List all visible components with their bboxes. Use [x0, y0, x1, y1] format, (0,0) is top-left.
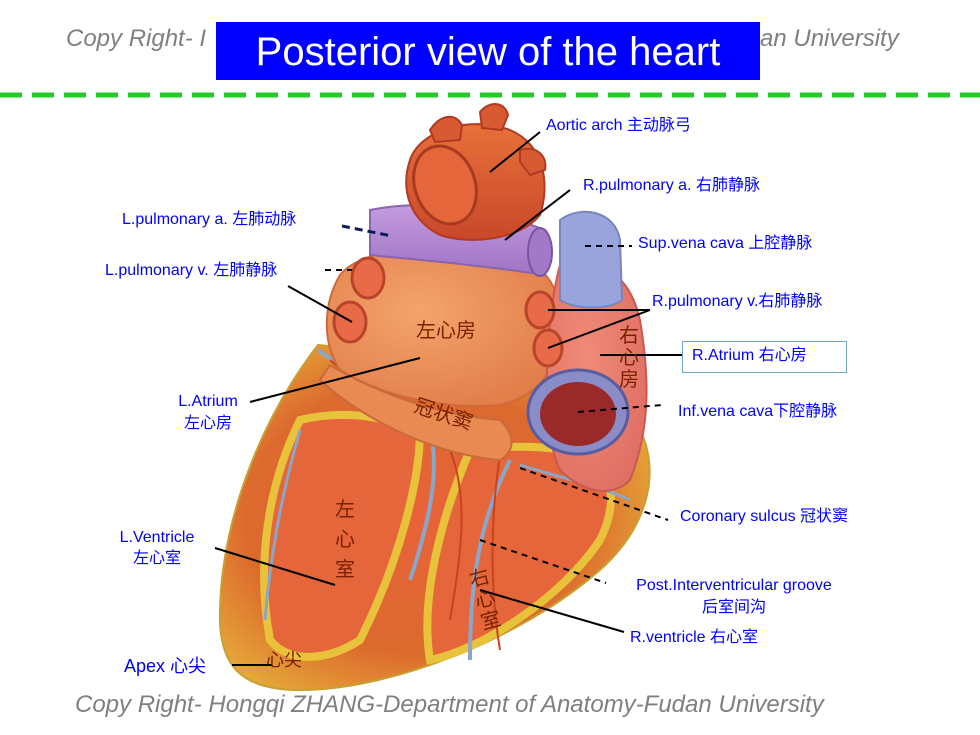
coronary-vessel: [263, 429, 302, 621]
heart-text-apex: 心尖: [266, 650, 302, 671]
coronary-artery: [491, 454, 501, 651]
label-coronary-sulcus: Coronary sulcus 冠状窦: [680, 508, 849, 525]
copyright-top-right: an University: [760, 25, 899, 52]
r-atrium-label-box: [682, 341, 847, 373]
label-post-groove-en: Post.Interventricular groove: [636, 577, 832, 594]
label-l-ventricle-cn: 左心室: [132, 550, 181, 567]
label-aortic-arch: Aortic arch 主动脉弓: [546, 117, 691, 134]
superior-vena-cava: [559, 210, 624, 309]
coronary-vessel: [468, 459, 512, 661]
leader-line-coronary-sulcus: [519, 467, 669, 521]
heart-text-left-atrium: 左心房: [416, 318, 476, 342]
pulmonary-artery-opening: [527, 227, 553, 277]
label-r-pulmonary-v: R.pulmonary v.右肺静脉: [652, 293, 823, 310]
label-post-groove-cn: 后室间沟: [701, 599, 766, 616]
aortic-branch: [428, 115, 464, 144]
coronary-sinus: [318, 363, 513, 462]
leader-line-l-ventricle: [214, 547, 336, 586]
label-l-atrium-en: L.Atrium: [178, 393, 238, 410]
leader-line-l-atrium: [249, 357, 421, 403]
leader-line-post-groove: [479, 539, 607, 584]
inferior-vena-cava-lumen: [540, 382, 616, 446]
label-apex: Apex 心尖: [124, 656, 207, 676]
title-background: [216, 22, 760, 80]
label-l-ventricle-en: L.Ventricle: [119, 529, 195, 546]
aortic-branch: [478, 103, 510, 132]
leader-line-r-ventricle: [479, 589, 625, 633]
copyright-top-left: Copy Right- I: [66, 25, 207, 52]
aortic-branch: [519, 147, 547, 177]
leader-line-r-pulmonary-a: [504, 189, 571, 241]
aorta-opening: [412, 144, 478, 226]
label-sup-vena-cava: Sup.vena cava 上腔静脉: [638, 235, 813, 252]
page-title: Posterior view of the heart: [255, 30, 721, 74]
label-l-pulmonary-v: L.pulmonary v. 左肺静脉: [105, 262, 278, 279]
left-pulmonary-vein: [350, 256, 386, 300]
label-inf-vena-cava: Inf.vena cava下腔静脉: [678, 403, 838, 420]
leader-line-aortic-arch: [489, 131, 541, 173]
leader-line-inf-vena-cava: [577, 404, 663, 413]
label-l-pulmonary-a: L.pulmonary a. 左肺动脉: [122, 211, 297, 228]
leader-line-l-pulmonary-v: [287, 285, 353, 323]
leader-line-l-pulmonary-a: [341, 224, 393, 238]
label-r-ventricle: R.ventricle 右心室: [630, 629, 759, 646]
label-r-pulmonary-a: R.pulmonary a. 右肺静脉: [583, 177, 760, 194]
leader-line-r-pulmonary-v: [547, 309, 651, 349]
heart-text-left-ventricle: 左心室: [335, 497, 355, 581]
copyright-bottom: Copy Right- Hongqi ZHANG-Department of A…: [75, 691, 824, 718]
heart-text-right-atrium: 右心房: [619, 323, 639, 391]
label-l-atrium-cn: 左心房: [183, 415, 232, 432]
label-r-atrium: R.Atrium 右心房: [692, 347, 807, 364]
